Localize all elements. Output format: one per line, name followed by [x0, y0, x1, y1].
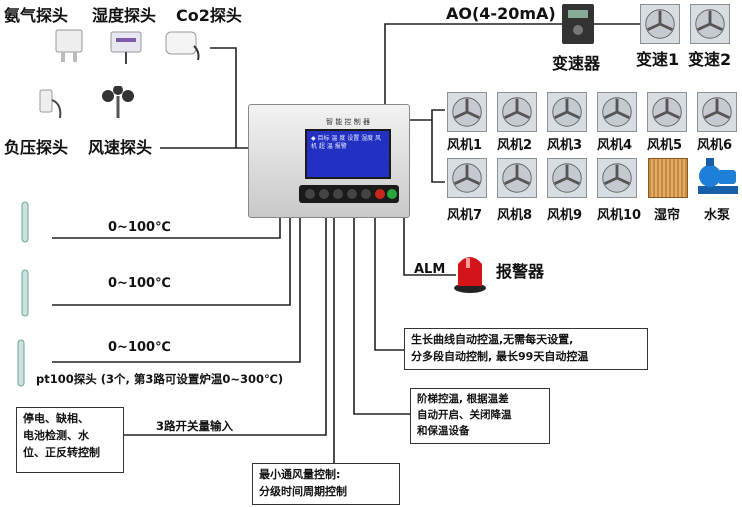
switch-input-line: 电池检测、水 [23, 429, 89, 442]
fan-icon [597, 92, 637, 132]
variable-speed-fan-icon [640, 4, 680, 44]
fan-label: 风机4 [597, 138, 633, 153]
growth-curve-line: 生长曲线自动控温,无需每天设置, [411, 333, 574, 346]
temperature-probe-icon [21, 201, 29, 243]
controller-screen: 智 能 控 制 器 ◆ 目标 温 度 设置 湿度 风 机 超 温 报警 [305, 118, 391, 179]
controller-key [319, 189, 329, 199]
fan-icon [647, 92, 687, 132]
fan-label: 风机2 [497, 138, 533, 153]
fan-label: 风机9 [547, 208, 583, 223]
controller-keypad [299, 185, 399, 203]
growth-curve-line: 分多段自动控制, 最长99天自动控温 [411, 350, 589, 363]
fan-label: 风机7 [447, 208, 483, 223]
switch-input-line: 停电、缺相、 [23, 412, 89, 425]
temperature-probe-icon [21, 269, 29, 317]
switch-input-label: 3路开关量输入 [156, 419, 234, 433]
wet-curtain-label: 湿帘 [654, 208, 681, 223]
fan-icon [547, 92, 587, 132]
controller-key [305, 189, 315, 199]
ammonia-probe-label: 氨气探头 [4, 6, 69, 25]
ammonia-sensor-icon [55, 29, 83, 62]
temperature-range-2: 0~100℃ [108, 276, 171, 291]
negative-pressure-sensor-icon [39, 89, 62, 119]
fan-label: 风机6 [697, 138, 733, 153]
wind-speed-probe-label: 风速探头 [88, 138, 153, 157]
smart-controller: 智 能 控 制 器 ◆ 目标 温 度 设置 湿度 风 机 超 温 报警 [248, 104, 410, 218]
min-ventilation-line: 分级时间周期控制 [259, 485, 347, 498]
min-ventilation-note: 最小通风量控制: 分级时间周期控制 [252, 463, 400, 505]
temperature-range-3: 0~100℃ [108, 340, 171, 355]
fan-label: 风机8 [497, 208, 533, 223]
fan-icon [697, 92, 737, 132]
growth-curve-note: 生长曲线自动控温,无需每天设置, 分多段自动控制, 最长99天自动控温 [404, 328, 648, 370]
inverter-label: 变速器 [552, 54, 601, 73]
fan-icon [447, 158, 487, 198]
wind-speed-sensor-icon [102, 86, 134, 118]
step-control-line: 和保温设备 [417, 425, 470, 437]
ao-output-label: AO(4-20mA) [446, 4, 556, 23]
controller-start-key [387, 189, 397, 199]
co2-sensor-icon [165, 31, 200, 61]
fan-icon [447, 92, 487, 132]
fan-label: 风机3 [547, 138, 583, 153]
alm-label: ALM [414, 262, 446, 277]
controller-key [347, 189, 357, 199]
fan-icon [497, 92, 537, 132]
fan-icon [547, 158, 587, 198]
water-pump-icon [698, 158, 738, 194]
controller-screen-title: 智 能 控 制 器 [326, 118, 370, 126]
controller-key [361, 189, 371, 199]
co2-probe-label: Co2探头 [176, 6, 242, 25]
switch-input-line: 位、正反转控制 [23, 446, 100, 459]
fan-icon [497, 158, 537, 198]
controller-stop-key [375, 189, 385, 199]
fan-label: 风机1 [447, 138, 483, 153]
alarm-label: 报警器 [496, 262, 545, 281]
min-ventilation-line: 最小通风量控制: [259, 468, 341, 481]
variable-speed-1-label: 变速1 [636, 50, 680, 69]
variable-speed-fan-icon [690, 4, 730, 44]
step-control-line: 阶梯控温, 根据温差 [417, 393, 509, 405]
wet-curtain-icon [648, 158, 688, 198]
water-pump-label: 水泵 [704, 208, 731, 223]
step-control-note: 阶梯控温, 根据温差 自动开启、关闭降温 和保温设备 [410, 388, 550, 444]
switch-input-box: 停电、缺相、 电池检测、水 位、正反转控制 [16, 407, 124, 473]
pt100-note: pt100探头 (3个, 第3路可设置炉温0~300℃) [36, 372, 284, 386]
inverter-icon [562, 4, 594, 44]
fan-icon [597, 158, 637, 198]
fan-label: 风机10 [597, 208, 642, 223]
humidity-sensor-icon [110, 31, 142, 64]
temperature-probe-icon [17, 339, 25, 387]
negative-pressure-probe-label: 负压探头 [4, 138, 69, 157]
controller-key [333, 189, 343, 199]
controller-screen-text: ◆ 目标 温 度 设置 湿度 风 机 超 温 报警 [311, 135, 382, 150]
step-control-line: 自动开启、关闭降温 [417, 409, 512, 421]
fan-label: 风机5 [647, 138, 683, 153]
temperature-range-1: 0~100℃ [108, 220, 171, 235]
alarm-light-icon [454, 257, 486, 293]
humidity-probe-label: 湿度探头 [92, 6, 157, 25]
variable-speed-2-label: 变速2 [688, 50, 732, 69]
